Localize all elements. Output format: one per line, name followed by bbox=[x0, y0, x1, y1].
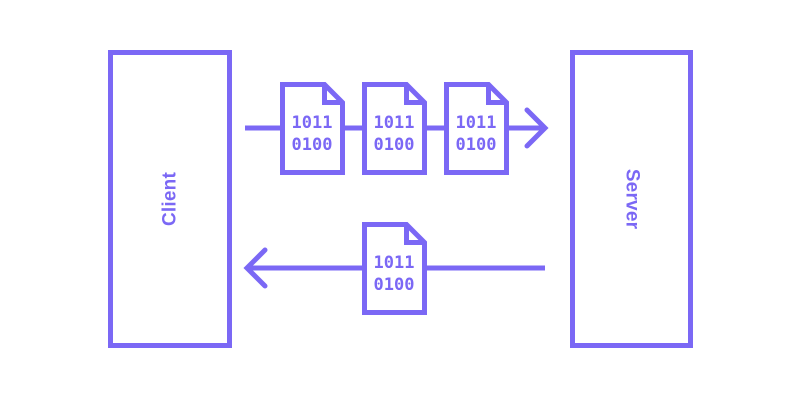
document-binary-icon bbox=[444, 82, 509, 175]
document-binary-icon bbox=[362, 222, 427, 315]
response-arrowhead-left-icon bbox=[243, 247, 268, 289]
packet-text-top: 1011 bbox=[374, 113, 415, 133]
request-arrowhead-right-icon bbox=[524, 107, 549, 149]
packet-text-bottom: 0100 bbox=[456, 135, 497, 155]
server-label: Server bbox=[622, 169, 643, 230]
packet-text-top: 1011 bbox=[292, 113, 333, 133]
packet-text-bottom: 0100 bbox=[374, 275, 415, 295]
packet-text-top: 1011 bbox=[456, 113, 497, 133]
packet-icon-4: 1011 0100 bbox=[362, 222, 427, 315]
packet-text-bottom: 0100 bbox=[292, 135, 333, 155]
client-label: Client bbox=[160, 172, 181, 226]
packet-text-top: 1011 bbox=[374, 253, 415, 273]
document-fold-icon bbox=[486, 84, 507, 105]
document-fold-icon bbox=[404, 224, 425, 245]
packet-icon-2: 1011 0100 bbox=[362, 82, 427, 175]
packet-text-bottom: 0100 bbox=[374, 135, 415, 155]
node-client[interactable]: Client bbox=[108, 50, 232, 348]
packet-icon-3: 1011 0100 bbox=[444, 82, 509, 175]
document-binary-icon bbox=[362, 82, 427, 175]
client-box[interactable] bbox=[108, 50, 232, 348]
server-box[interactable] bbox=[570, 50, 693, 348]
packet-icon-1: 1011 0100 bbox=[280, 82, 345, 175]
node-server[interactable]: Server bbox=[570, 50, 693, 348]
document-fold-icon bbox=[322, 84, 343, 105]
response-flow-group bbox=[243, 247, 545, 289]
document-fold-icon bbox=[404, 84, 425, 105]
document-binary-icon bbox=[280, 82, 345, 175]
